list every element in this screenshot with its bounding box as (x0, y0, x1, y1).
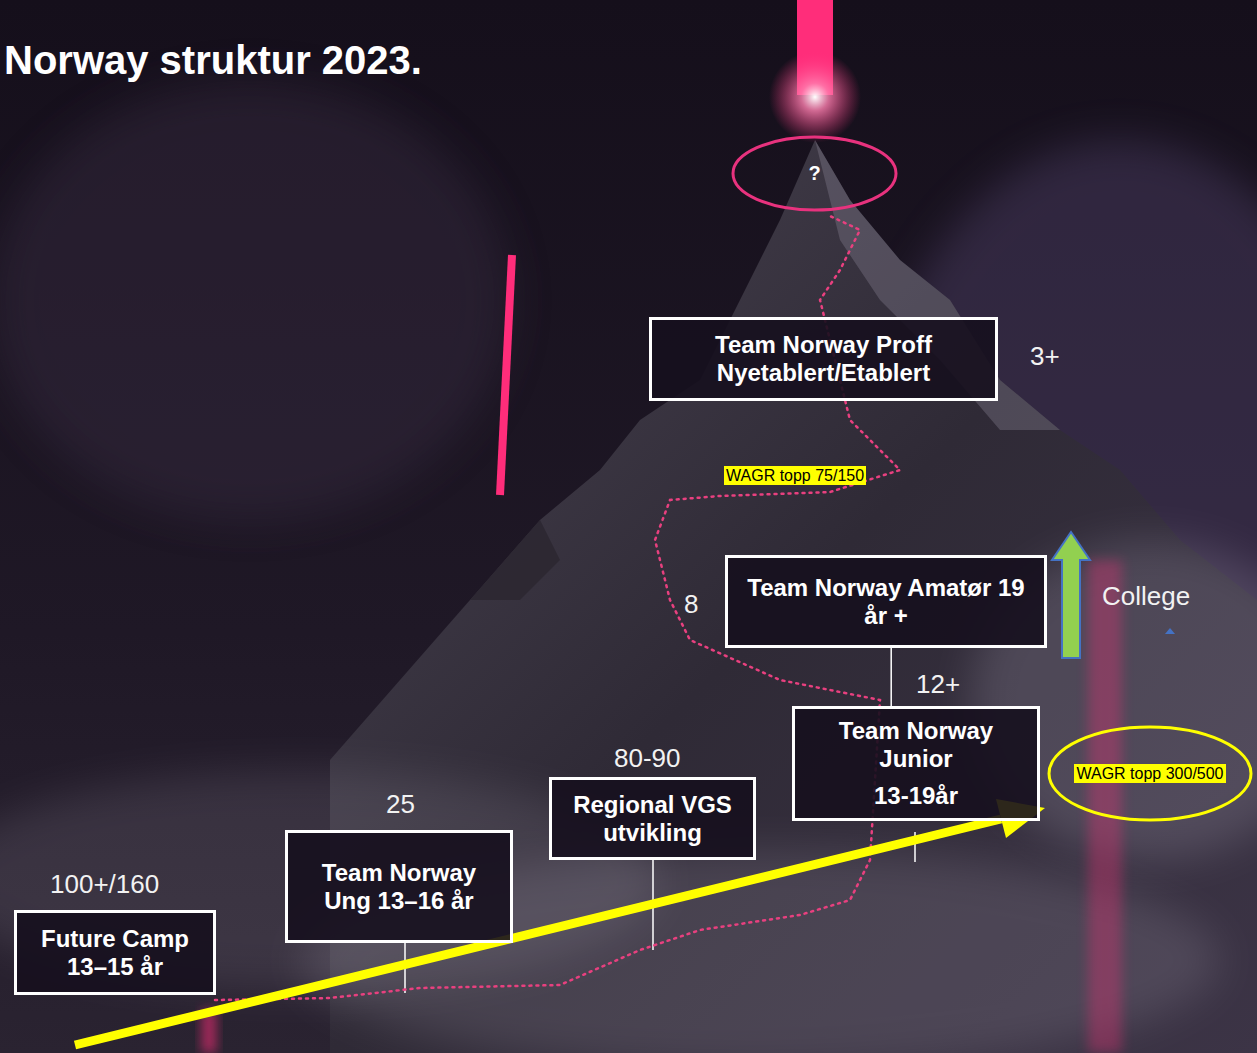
level-box: Team Norway Amatør 19 år + (725, 555, 1047, 648)
count-number: 12+ (916, 670, 960, 700)
node-text: WAGR topp 300/500 (1074, 764, 1225, 783)
slide-title: Norway struktur 2023. (4, 38, 422, 83)
level-box: Team Norway Junior 13-19år (792, 706, 1040, 821)
node-text: Future Camp 13–15 år (25, 925, 205, 980)
node-text: Team Norway Ung 13–16 år (296, 859, 502, 914)
count-number: 80-90 (614, 744, 681, 774)
ellipse-outline (1049, 727, 1251, 820)
connector-line (890, 648, 892, 706)
light-glow (769, 51, 861, 143)
ranking-note: WAGR topp 75/150 (724, 466, 866, 485)
level-box: Regional VGS utvikling (549, 777, 756, 860)
count-number: 25 (386, 790, 415, 820)
count-number: 100+/160 (50, 870, 159, 900)
goal-circle: ? (731, 135, 898, 212)
node-text: ? (808, 162, 820, 185)
node-text: Team Norway Proff Nyetablert/Etablert (660, 331, 987, 386)
node-text: Regional VGS utvikling (560, 791, 745, 846)
light-beam (500, 255, 512, 495)
ellipse-outline (733, 137, 896, 210)
mountain-ridge (470, 520, 560, 600)
path-label: College (1102, 582, 1190, 612)
node-text: Team Norway Amatør 19 år + (736, 574, 1036, 629)
count-number: 3+ (1030, 342, 1060, 372)
level-box: Team Norway Proff Nyetablert/Etablert (649, 317, 998, 401)
ranking-ellipse: WAGR topp 300/500 (1047, 725, 1253, 822)
small-arrow (1165, 628, 1175, 634)
up-arrow (1052, 532, 1090, 658)
count-number: 8 (684, 590, 698, 620)
haze (0, 80, 510, 520)
level-box: Future Camp 13–15 år (14, 910, 216, 995)
light-beam (1088, 560, 1122, 1053)
node-text: 13-19år (803, 782, 1029, 810)
node-text: Team Norway Junior (803, 717, 1029, 772)
level-box: Team Norway Ung 13–16 år (285, 830, 513, 943)
